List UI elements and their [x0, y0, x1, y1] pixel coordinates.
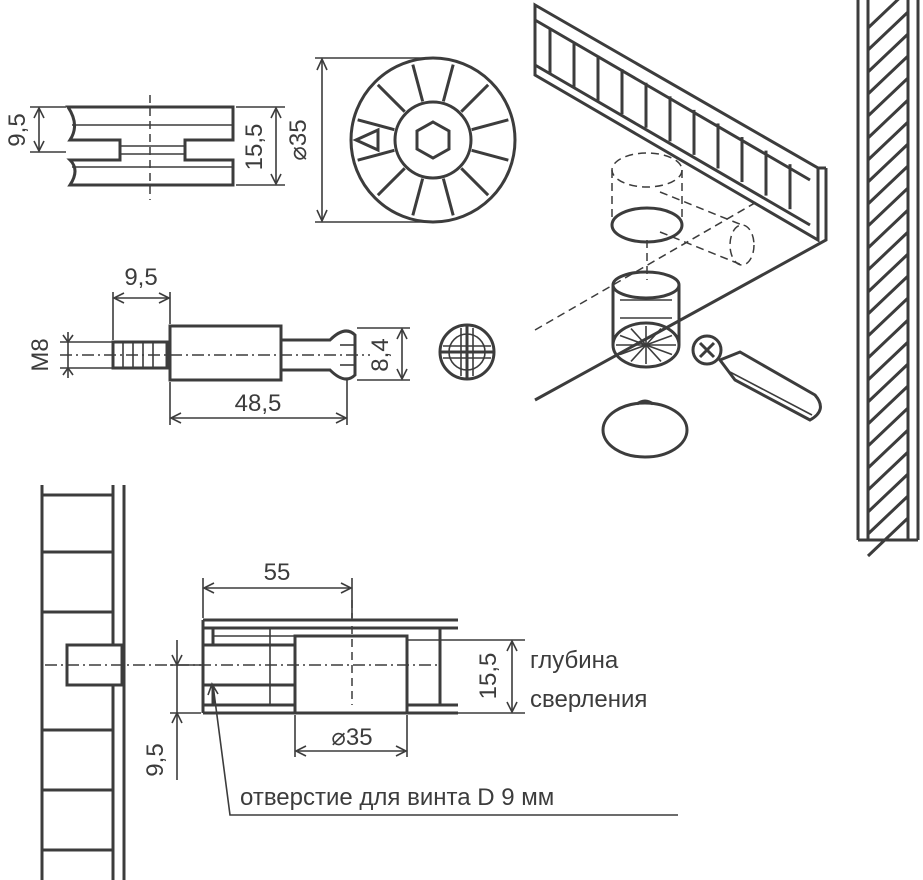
depth-label-line2: сверления [530, 686, 647, 713]
cam-spoke [471, 148, 509, 162]
assembly-depth-dim: 15,5 [475, 653, 502, 700]
cam-diameter-dim: ⌀35 [285, 119, 312, 160]
cam-spoke [460, 83, 490, 113]
cam-iso-spoke [630, 328, 647, 346]
right-hatch-line [866, 340, 910, 382]
right-hatch-line [866, 450, 910, 492]
right-hatch-line [866, 120, 910, 162]
assembly-offset-dim: 55 [264, 559, 291, 586]
cam-spoke [441, 178, 455, 216]
right-hatch-line [866, 10, 910, 52]
right-hatch-line [866, 32, 910, 74]
cam-spoke [357, 148, 395, 162]
right-hatch-line [866, 274, 910, 316]
right-hatch-line [866, 76, 910, 118]
bolt-head-offset-dim: 9,5 [124, 264, 157, 291]
right-hatch-line [866, 142, 910, 184]
cam-spoke [471, 118, 509, 132]
cam-spokes [357, 64, 509, 216]
isometric-assembly [533, 2, 828, 459]
cam-iso-spoke [645, 344, 673, 356]
right-hatch-line [866, 494, 910, 536]
cam-iso-spoke [630, 344, 647, 362]
right-hatch-line [866, 296, 910, 338]
cam-spoke [357, 118, 395, 132]
right-hatch-line [866, 98, 910, 140]
cam-iso-spoke [619, 344, 647, 356]
cam-total-height-dim: 15,5 [241, 124, 268, 171]
right-hatch-line [866, 472, 910, 514]
right-hatch-line [866, 384, 910, 426]
cam-spoke [411, 178, 425, 216]
right-hatch-line [866, 164, 910, 206]
right-hatch-line [866, 186, 910, 228]
cam-iso-spoke [619, 334, 647, 346]
depth-label-line1: глубина [530, 647, 619, 674]
right-hatch-line [866, 0, 900, 30]
right-hatch-line [866, 252, 910, 294]
cam-iso-spoke [645, 328, 662, 346]
cam-spoke [376, 167, 406, 197]
cam-spoke [460, 167, 490, 197]
cam-iso-spoke [645, 334, 673, 346]
right-hatch-line [866, 230, 910, 272]
bolt-side-view: M8 9,5 48,5 8,4 [27, 264, 410, 425]
right-hatch-line [866, 54, 910, 96]
cam-iso-spokes [616, 326, 676, 364]
screw-hole-label: отверстие для винта D 9 мм [240, 784, 554, 811]
right-hatch-line [866, 318, 910, 360]
assembly-diameter-dim: ⌀35 [331, 724, 372, 751]
bolt-shank-dim: 8,4 [367, 338, 394, 371]
bolt-thread-dim: M8 [27, 338, 54, 371]
cam-height-dim: 9,5 [4, 113, 31, 146]
cam-spoke [376, 83, 406, 113]
assembly-edge-dim: 9,5 [142, 743, 169, 776]
cam-top-view: ⌀35 [285, 56, 517, 224]
bottom-section-view: 55 15,5 глубина сверления ⌀35 9,5 отверс… [40, 485, 678, 880]
cam-spoke [441, 64, 455, 102]
right-hatch-line [866, 406, 910, 448]
right-panel-hatched [856, 0, 920, 558]
cam-side-view: 9,5 15,5 [4, 95, 285, 200]
right-hatch-line [866, 516, 910, 558]
right-hatch-line [866, 208, 910, 250]
bolt-end-view [438, 323, 496, 381]
cam-iso-spoke [645, 344, 662, 362]
right-hatch-line [866, 428, 910, 470]
right-hatch-line [866, 362, 910, 404]
bolt-length-dim: 48,5 [235, 390, 282, 417]
panel-hatch [548, 28, 792, 210]
cam-spoke [411, 64, 425, 102]
